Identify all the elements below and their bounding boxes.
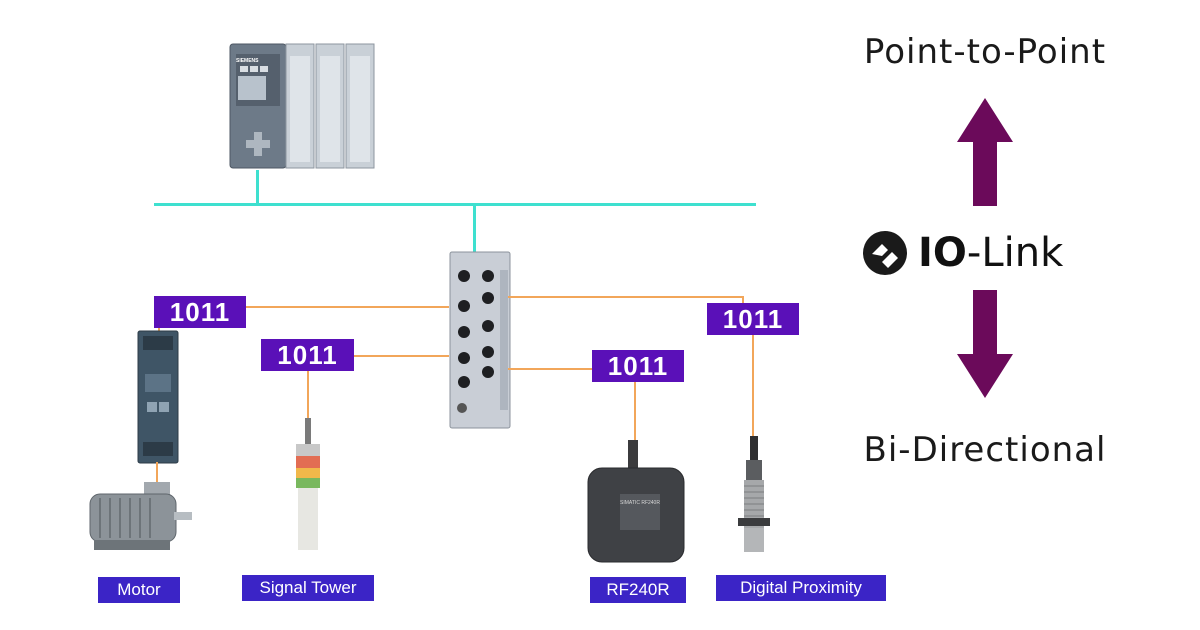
io-link-master <box>449 251 511 429</box>
plc-drop-line <box>256 170 259 204</box>
wire-tower <box>354 355 449 357</box>
rfid-reader-image <box>587 440 685 563</box>
wire-rfid <box>508 368 592 370</box>
wire-tower-drop <box>307 370 309 442</box>
proximity-sensor-image <box>738 436 770 552</box>
plc-brand: SIEMENS <box>236 58 259 64</box>
label-digital-proximity: Digital Proximity <box>716 575 886 601</box>
plc-rack <box>229 43 375 169</box>
wire-motor <box>246 306 449 308</box>
code-proximity: 1011 <box>707 303 799 335</box>
master-drop-line <box>473 205 476 253</box>
code-rfid: 1011 <box>592 350 684 382</box>
wire-rfid-drop <box>634 380 636 448</box>
code-motor: 1011 <box>154 296 246 328</box>
rfid-brand: SIMATIC RF240R <box>620 500 660 506</box>
arrow-up-icon <box>957 98 1013 206</box>
bi-directional-label: Bi-Directional <box>863 430 1107 470</box>
point-to-point-label: Point-to-Point <box>863 32 1107 72</box>
io-link-logo-rest: -Link <box>966 230 1064 276</box>
wire-motor-drop <box>158 322 160 336</box>
label-motor: Motor <box>98 577 180 603</box>
motor-image <box>89 482 192 550</box>
wire-proximity <box>508 296 742 298</box>
wire-proximity-drop <box>752 332 754 440</box>
wire-proximity-down <box>742 296 744 308</box>
signal-tower-image <box>296 418 320 550</box>
label-rfid: RF240R <box>590 577 686 603</box>
network-bus <box>154 203 756 206</box>
label-signal-tower: Signal Tower <box>242 575 374 601</box>
code-tower: 1011 <box>261 339 354 371</box>
arrow-down-icon <box>957 290 1013 398</box>
wire-starter-motor <box>156 462 158 488</box>
motor-starter <box>137 330 179 464</box>
io-link-logo-icon <box>863 231 907 275</box>
io-link-logo: IO-Link <box>862 228 1063 278</box>
io-link-logo-bold: IO <box>918 230 967 276</box>
